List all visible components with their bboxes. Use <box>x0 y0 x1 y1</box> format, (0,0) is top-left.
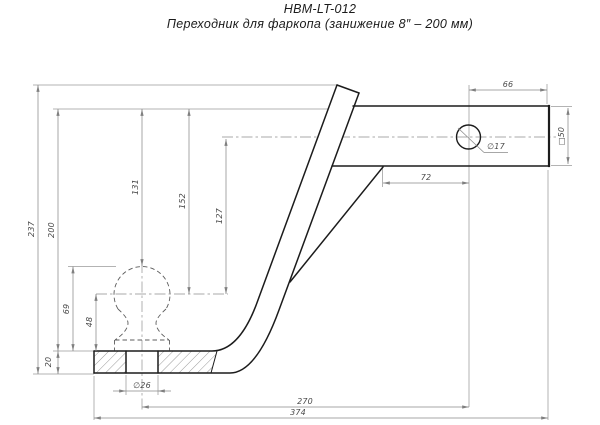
shank-top-face <box>336 84 360 94</box>
tube-hole <box>455 124 482 150</box>
dim-tube-section: □50 <box>557 127 566 145</box>
plate-weld-boundary <box>210 350 218 374</box>
ball-neck-left <box>114 308 129 341</box>
dimension-lines <box>36 85 570 420</box>
tow-ball-phantom <box>113 266 171 351</box>
shank-body-fill <box>258 85 359 310</box>
dim-plate-thickness: 20 <box>44 357 53 368</box>
shank-right-edge <box>93 92 360 374</box>
dim-drop: 200 <box>47 222 56 238</box>
dim-ball-top-to-plate: 69 <box>62 304 71 315</box>
dim-axis-to-ball-center: 127 <box>215 207 224 224</box>
gusset-brace <box>289 166 384 283</box>
model-title: HBM-LT-012 <box>284 2 356 16</box>
dim-tube-to-ball-center: 152 <box>178 193 187 209</box>
shank-left-edge <box>93 84 338 352</box>
dimension-labels: 237 200 20 131 152 127 69 48 □50 66 72 ∅… <box>27 80 566 417</box>
dim-ball-center-to-plate: 48 <box>85 317 94 328</box>
dim-overall-length: 374 <box>290 408 306 417</box>
title-block: HBM-LT-012 Переходник для фаркопа (заниж… <box>167 2 473 31</box>
dim-hole-to-end: 66 <box>503 80 514 89</box>
ball-neck-right <box>155 308 170 341</box>
dim-tube-hole-dia: ∅17 <box>487 142 505 151</box>
dim-tube-to-ball-top: 131 <box>131 179 140 195</box>
drawing-description: Переходник для фаркопа (занижение 8″ – 2… <box>167 17 473 31</box>
dim-total-height: 237 <box>27 220 36 237</box>
dim-ball-to-hole: 270 <box>297 397 313 406</box>
dim-brace-to-hole: 72 <box>421 173 432 182</box>
hole-leader-line <box>457 127 485 153</box>
ball-sphere <box>113 266 171 310</box>
mounting-plate-section <box>94 351 217 373</box>
center-lines <box>96 136 556 410</box>
part-outline <box>93 84 551 374</box>
dim-plate-hole-dia: ∅26 <box>133 381 151 390</box>
